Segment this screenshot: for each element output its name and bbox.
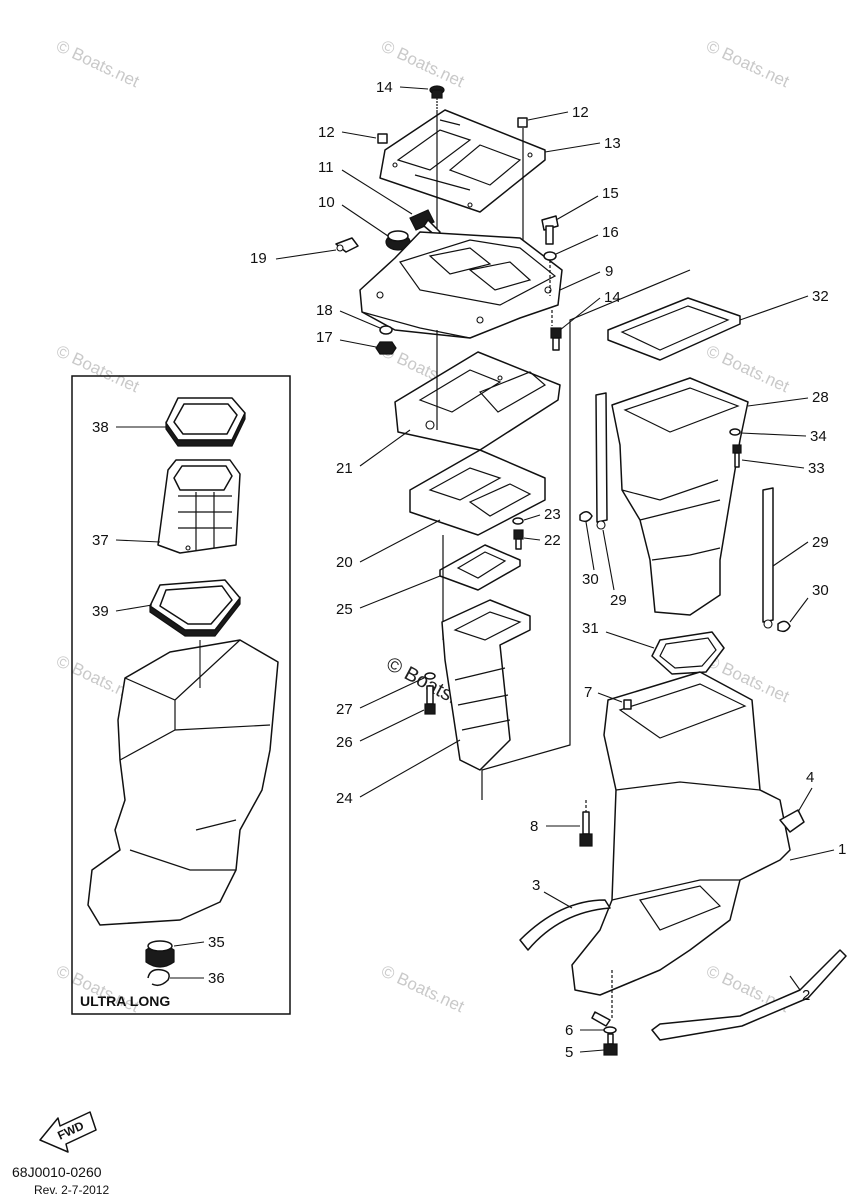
- callout-38: 38: [92, 419, 109, 436]
- part-38-seal: [165, 397, 246, 447]
- callout-4: 4: [806, 769, 814, 786]
- callout-5: 5: [565, 1044, 573, 1061]
- diagram-code: 68J0010-0260: [12, 1164, 102, 1180]
- callouts-main: 14 12 12 13 11 15 10 16 19 9 32 14 18 17…: [250, 79, 846, 1061]
- callout-33: 33: [808, 460, 825, 477]
- part-26-bolt: [424, 685, 436, 715]
- callout-37: 37: [92, 532, 109, 549]
- callout-26: 26: [336, 734, 353, 751]
- callout-32: 32: [812, 288, 829, 305]
- callout-11: 11: [318, 159, 334, 176]
- callout-20: 20: [336, 554, 353, 571]
- callout-14-right: 14: [604, 289, 621, 306]
- callout-34: 34: [810, 428, 827, 445]
- callout-13: 13: [604, 135, 621, 152]
- callout-16: 16: [602, 224, 619, 241]
- part-20-plate: [409, 449, 546, 536]
- callout-15: 15: [602, 185, 619, 202]
- callout-35: 35: [208, 934, 225, 951]
- callout-14-top: 14: [376, 79, 393, 96]
- inset-lower-casing: [87, 639, 279, 926]
- callout-12-left: 12: [318, 124, 335, 141]
- watermark-4: © Boats.net: [53, 341, 142, 396]
- watermark-3: © Boats.net: [703, 36, 792, 91]
- callout-39: 39: [92, 603, 109, 620]
- callout-29-left: 29: [610, 592, 627, 609]
- callout-3: 3: [532, 877, 540, 894]
- part-17-nut: [375, 341, 397, 355]
- part-34-washer: [729, 428, 741, 436]
- part-16-washer: [543, 251, 557, 261]
- callout-9: 9: [605, 263, 613, 280]
- callout-6: 6: [565, 1022, 573, 1039]
- part-8-bolt: [579, 811, 593, 847]
- callout-24: 24: [336, 790, 353, 807]
- part-32-gasket: [607, 297, 741, 361]
- inset-frame: [71, 375, 291, 1015]
- callout-22: 22: [544, 532, 561, 549]
- part-37-extension: [157, 459, 241, 554]
- part-18-washer: [379, 325, 393, 335]
- part-19-fitting: [335, 237, 359, 253]
- part-35-bushing: [145, 940, 175, 968]
- part-23-washer: [512, 517, 524, 525]
- callout-12-right: 12: [572, 104, 589, 121]
- assembly-guide-right: [481, 269, 691, 800]
- part-4-cap: [779, 809, 805, 833]
- callout-21: 21: [336, 460, 353, 477]
- part-24-exhaust-guide: [441, 599, 531, 771]
- part-3-seal-strip: [519, 899, 611, 951]
- callout-29-right: 29: [812, 534, 829, 551]
- part-5-bolt: [603, 1033, 618, 1056]
- part-39-seal: [149, 579, 241, 637]
- part-13-gasket: [379, 109, 546, 213]
- part-25-gasket: [439, 544, 521, 591]
- part-33-bolt: [732, 444, 742, 468]
- part-29-damper-right: [762, 487, 774, 629]
- part-30-cap-left: [579, 511, 593, 523]
- part-14-bolt-top: [429, 85, 445, 110]
- part-2-seal-strip: [651, 949, 847, 1041]
- part-14-bolt-lower: [550, 327, 562, 351]
- callout-10: 10: [318, 194, 335, 211]
- part-36-clip: [147, 968, 170, 987]
- part-21-gasket: [394, 351, 561, 451]
- callout-23: 23: [544, 506, 561, 523]
- watermark-6: © Boats.net: [703, 341, 792, 396]
- fwd-arrow: FWD: [39, 1111, 97, 1153]
- callout-31: 31: [582, 620, 599, 637]
- part-31-seal: [651, 631, 725, 675]
- callout-19: 19: [250, 250, 267, 267]
- callout-25: 25: [336, 601, 353, 618]
- inset-title: ULTRA LONG: [80, 993, 170, 1009]
- revision-date: Rev. 2-7-2012: [34, 1183, 109, 1197]
- part-15-bolt: [541, 215, 559, 245]
- watermark-1: © Boats.net: [53, 36, 142, 91]
- watermark-10: © Boats.net: [378, 961, 467, 1016]
- callout-8: 8: [530, 818, 538, 835]
- callout-1: 1: [838, 841, 846, 858]
- ultra-long-inset: ULTRA LONG: [71, 375, 291, 1015]
- part-1-lower-case: [571, 671, 791, 996]
- callout-30-left: 30: [582, 571, 599, 588]
- callout-28: 28: [812, 389, 829, 406]
- callout-17: 17: [316, 329, 333, 346]
- part-30-cap-right: [777, 620, 791, 633]
- callout-7: 7: [584, 684, 592, 701]
- part-9-upper-case: [359, 231, 563, 339]
- part-7-pin: [623, 699, 632, 710]
- part-28-upper-extension: [611, 377, 749, 616]
- part-29-damper-left: [595, 392, 608, 530]
- part-22-bolt: [513, 529, 524, 550]
- callout-27: 27: [336, 701, 353, 718]
- callout-36: 36: [208, 970, 225, 987]
- part-12-dowels: [377, 117, 528, 144]
- callout-2: 2: [802, 987, 810, 1004]
- callout-30-right: 30: [812, 582, 829, 599]
- part-27-washer: [424, 672, 436, 680]
- callout-18: 18: [316, 302, 333, 319]
